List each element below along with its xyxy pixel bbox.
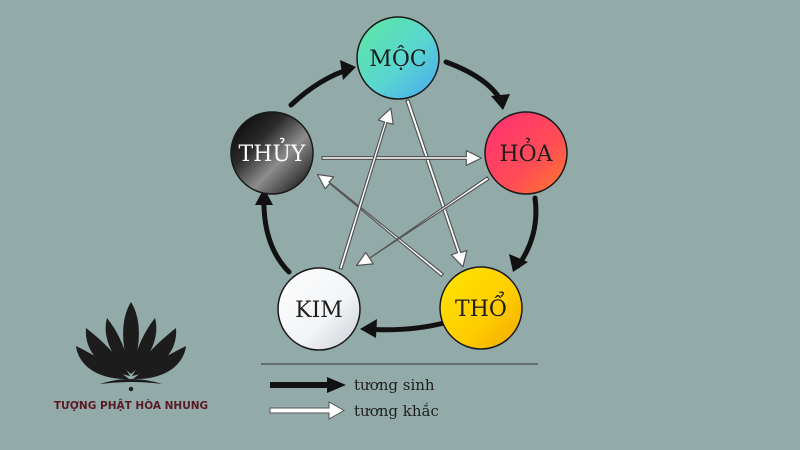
- lotus-icon: [76, 302, 186, 392]
- hoa-circle: [484, 111, 568, 195]
- sinh-head-tho: [509, 254, 528, 272]
- node-thuy: THỦY: [230, 111, 314, 195]
- legend-khac-arrow: [269, 401, 346, 420]
- hoa-label: HỎA: [499, 137, 553, 167]
- sinh-arrowheads: [255, 60, 528, 338]
- tho-circle: [439, 266, 523, 350]
- sinh-head-moc: [340, 60, 356, 80]
- node-tho: THỔ: [439, 266, 523, 350]
- legend-sinh-label: tương sinh: [354, 376, 435, 394]
- node-hoa: HỎA: [484, 111, 568, 195]
- moc-label: MỘC: [369, 46, 426, 72]
- kim-label: KIM: [295, 298, 343, 323]
- khac-kim-moc: [338, 107, 394, 270]
- kim-circle: [277, 267, 361, 351]
- khac-moc-tho: [405, 99, 468, 268]
- sinh-arc-tho-kim: [363, 320, 447, 333]
- sinh-arc-hoa-tho: [515, 195, 539, 269]
- khac-tho-thuy: [316, 173, 444, 277]
- legend-khac: tương khắc: [269, 401, 439, 420]
- moc-circle: [356, 16, 440, 100]
- brand-name: TƯỢNG PHẬT HÒA NHUNG: [54, 399, 208, 412]
- thuy-circle: [230, 111, 314, 195]
- khac-star: [316, 99, 490, 277]
- thuy-label: THỦY: [239, 137, 306, 167]
- legend-khac-label: tương khắc: [354, 402, 439, 420]
- node-moc: MỘC: [356, 16, 440, 100]
- sinh-head-hoa: [491, 94, 510, 110]
- khac-hoa-kim: [355, 176, 490, 267]
- legend-sinh-arrow-head: [327, 377, 346, 393]
- khac-thuy-hoa: [321, 150, 482, 166]
- sinh-head-thuy: [255, 188, 273, 205]
- sinh-head-kim: [360, 319, 377, 338]
- sinh-arc-kim-thuy: [261, 191, 292, 275]
- sinh-arc-thuy-moc: [288, 66, 353, 108]
- legend-sinh: tương sinh: [270, 376, 435, 394]
- brand-logo: TƯỢNG PHẬT HÒA NHUNG: [54, 302, 208, 412]
- node-kim: KIM: [277, 267, 361, 351]
